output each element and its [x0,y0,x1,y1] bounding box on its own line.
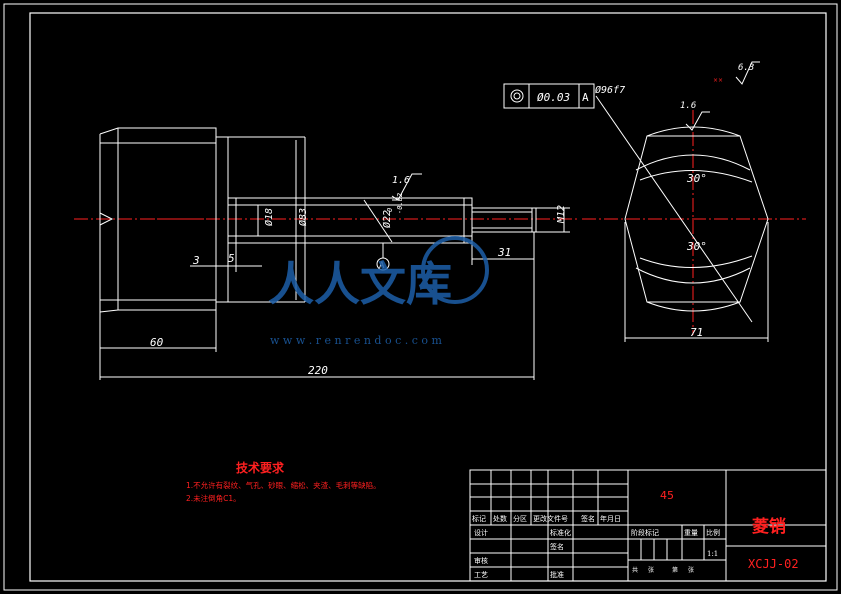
rev-h-5: 年月日 [600,514,621,523]
angle-top: 30° [686,172,707,185]
rev-h-4: 签名 [581,514,595,523]
dim-d22: Ø22 [381,210,393,228]
drawing-number: XCJJ-02 [748,557,799,571]
row-design: 设计 [474,528,488,537]
dim-d83: Ø83 [297,208,309,226]
notes-heading: 技术要求 [236,460,285,475]
end-view [503,61,806,342]
roughness-shaft: 1.6 [392,175,410,186]
side-view [74,127,580,380]
watermark-cn: 人人文库 [268,257,452,311]
row-approve: 批准 [550,570,564,579]
row-sign: 签名 [550,542,564,551]
sheet-2: 第 [672,566,678,574]
roughness-general: 6.3 [738,63,754,73]
dim-outer-dia: Ø96f7 [595,84,625,96]
stage-header: 阶段标记 [631,528,659,537]
side-dimensions: 60 220 31 3 5 M12 Ø18 Ø83 Ø22 0 -0.02 1.… [150,175,567,377]
sheet-3: 张 [688,566,694,574]
inner-border [29,12,827,582]
roughness-general-mark: ×× [713,77,723,84]
watermark-url: w w w . r e n r e n d o c . c o m [270,334,442,347]
watermark: 人人文库 w w w . r e n r e n d o c . c o m [268,236,489,347]
rev-h-3: 更改文件号 [533,514,568,523]
dim-3: 3 [192,254,200,267]
material: 45 [660,489,674,502]
dim-d22-lower: -0.02 [396,193,404,214]
dim-5: 5 [228,252,235,265]
notes-line-2: 2.未注倒角C1。 [186,493,241,503]
notes-line-1: 1.不允许有裂纹、气孔、砂眼、缩松、夹渣、毛刺等缺陷。 [186,480,381,490]
dim-31: 31 [497,246,511,259]
title-block [469,469,827,582]
datum-a-label: A [379,261,385,271]
row-standard: 标准化 [550,528,571,537]
outer-border [3,3,838,591]
dim-60: 60 [150,336,164,349]
scale-header: 比例 [706,528,720,537]
tolerance-datum: A [582,91,589,104]
angle-bottom: 30° [686,240,707,253]
part-name: 菱销 [752,516,786,537]
title-block-text: 标记 处数 分区 更改文件号 签名 年月日 设计 审核 工艺 标准化 签名 批准… [472,489,799,579]
head-outline [99,127,217,313]
row-process: 工艺 [474,571,488,579]
dim-71: 71 [690,326,703,339]
rev-h-2: 分区 [513,514,527,523]
sheet-1: 张 [648,566,654,574]
scale-value: 1:1 [707,550,718,558]
rev-h-0: 标记 [472,514,486,523]
technical-notes: 技术要求 1.不允许有裂纹、气孔、砂眼、缩松、夹渣、毛刺等缺陷。 2.未注倒角C… [186,460,381,503]
rev-h-1: 处数 [493,514,507,523]
sheet-0: 共 [632,566,638,574]
dim-d22-upper: 0 [386,208,394,212]
tolerance-value: Ø0.03 [537,91,570,104]
dim-220: 220 [308,364,328,377]
row-review: 审核 [474,556,488,565]
weight-header: 重量 [684,529,698,537]
dim-d18: Ø18 [263,208,275,226]
dim-m12: M12 [556,205,567,224]
roughness-top: 1.6 [680,101,696,111]
end-dimensions: 30° 30° 71 Ø96f7 1.6 6.3 ×× Ø0.03 A [537,63,754,339]
